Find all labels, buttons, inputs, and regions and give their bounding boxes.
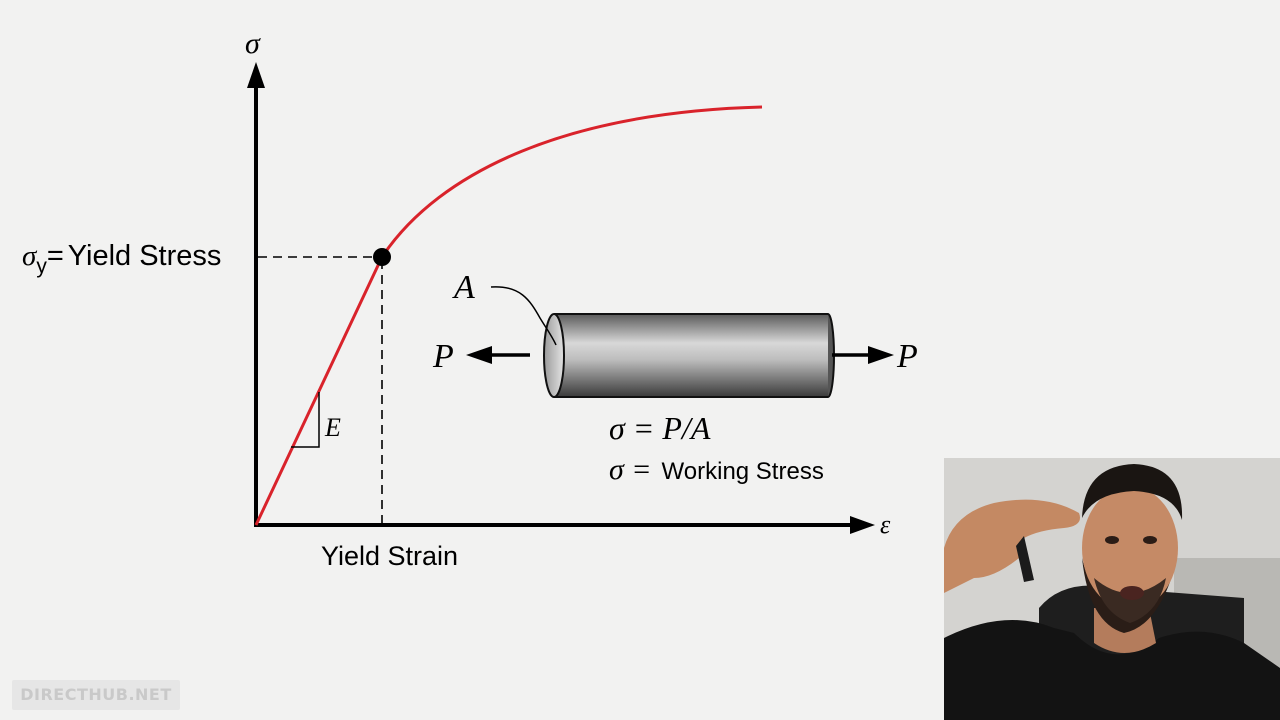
yield-stress-equals: = (47, 240, 64, 272)
x-axis-arrowhead (850, 516, 875, 534)
yield-stress-label: σy=Yield Stress (22, 240, 221, 278)
yield-stress-subscript: y (36, 255, 47, 278)
right-force-arrowhead (868, 346, 894, 364)
working-stress-text: Working Stress (662, 458, 824, 485)
presenter-video-icon (944, 458, 1280, 720)
working-stress-symbol: σ = (609, 453, 652, 486)
stress-strain-curve (254, 105, 763, 526)
slope-label: E (324, 413, 341, 442)
y-axis-symbol: σ (245, 27, 261, 60)
yield-stress-symbol: σ (22, 240, 38, 272)
yield-stress-text: Yield Stress (68, 240, 222, 272)
presenter-webcam (944, 458, 1280, 720)
cylinder-left-face (543, 313, 565, 398)
specimen-cylinder (543, 313, 835, 398)
axes (247, 62, 875, 534)
cylinder-body (554, 314, 828, 397)
yield-point (373, 248, 391, 266)
y-axis-arrowhead (247, 62, 265, 88)
right-force-label: P (896, 338, 918, 375)
watermark: DIRECTHUB.NET (12, 680, 180, 710)
area-label: A (452, 269, 475, 306)
x-axis-symbol: ε (880, 510, 891, 539)
equation-stress: σ = P/A (609, 410, 711, 446)
slope-triangle (291, 392, 320, 448)
yield-strain-label: Yield Strain (321, 541, 458, 571)
left-force-arrowhead (466, 346, 492, 364)
left-force-label: P (432, 338, 454, 375)
equation-working-stress: σ = Working Stress (609, 453, 824, 486)
area-leader-line (490, 286, 557, 346)
